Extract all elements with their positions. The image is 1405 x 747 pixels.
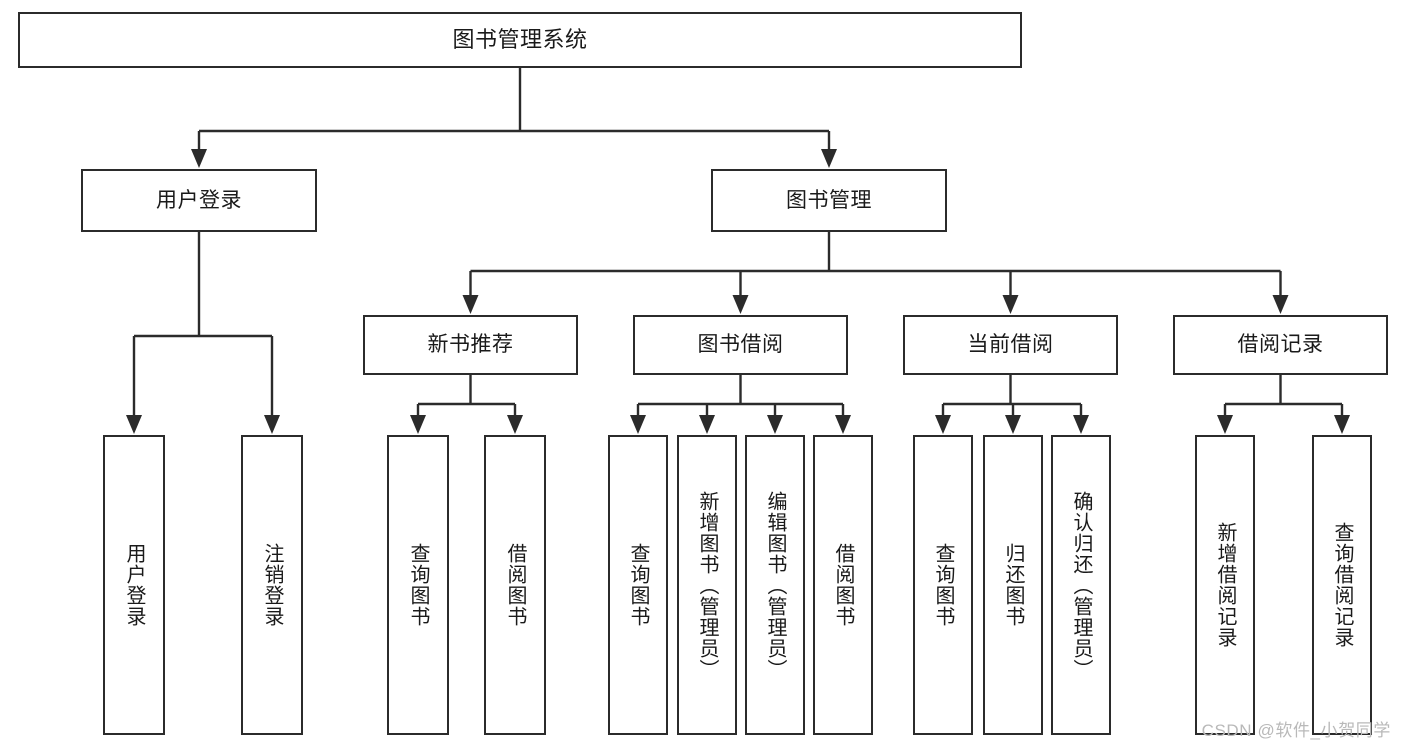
node-label: 当前借阅 <box>967 333 1054 357</box>
node-l3-b2[interactable]: 借阅图书 <box>484 435 546 735</box>
node-label: 确认归还（管理员） <box>1070 490 1092 680</box>
node-l3-c1[interactable]: 查询图书 <box>608 435 668 735</box>
connector-arrowhead <box>767 415 783 434</box>
node-l2-borrow[interactable]: 图书借阅 <box>633 315 848 375</box>
connector-arrowhead <box>732 295 749 314</box>
connector-path <box>941 375 1083 423</box>
connector-arrowhead <box>630 415 646 434</box>
node-l2-record[interactable]: 借阅记录 <box>1173 315 1388 375</box>
node-label: 图书管理系统 <box>452 26 588 52</box>
connector-arrowhead <box>1005 415 1021 434</box>
node-label: 借阅记录 <box>1237 333 1324 357</box>
node-label: 新增借阅记录 <box>1214 522 1236 648</box>
connector-arrowhead <box>126 415 142 434</box>
node-label: 编辑图书（管理员） <box>764 490 786 680</box>
node-l3-c2[interactable]: 新增图书（管理员） <box>677 435 737 735</box>
node-l3-e1[interactable]: 新增借阅记录 <box>1195 435 1255 735</box>
node-l3-c3[interactable]: 编辑图书（管理员） <box>745 435 805 735</box>
node-label: 归还图书 <box>1002 543 1024 627</box>
node-label: 查询图书 <box>932 543 954 627</box>
watermark: CSDN @软件_小贺同学 <box>1201 721 1391 740</box>
node-l2-new[interactable]: 新书推荐 <box>363 315 578 375</box>
connector-arrowhead <box>264 415 280 434</box>
node-l3-d3[interactable]: 确认归还（管理员） <box>1051 435 1111 735</box>
node-l3-d1[interactable]: 查询图书 <box>913 435 973 735</box>
connector-arrowhead <box>1073 415 1089 434</box>
connector-path <box>469 232 1282 303</box>
node-label: 借阅图书 <box>504 543 526 627</box>
connector-arrowhead <box>410 415 426 434</box>
node-label: 新书推荐 <box>427 333 514 357</box>
node-label: 借阅图书 <box>832 543 854 627</box>
node-label: 查询借阅记录 <box>1331 522 1353 648</box>
node-l2-current[interactable]: 当前借阅 <box>903 315 1118 375</box>
node-l3-e2[interactable]: 查询借阅记录 <box>1312 435 1372 735</box>
connector-arrowhead <box>935 415 951 434</box>
connector-path <box>132 232 274 423</box>
connector-arrowhead <box>462 295 479 314</box>
node-l3-d2[interactable]: 归还图书 <box>983 435 1043 735</box>
node-l3-c4[interactable]: 借阅图书 <box>813 435 873 735</box>
connector-path <box>636 375 845 423</box>
node-label: 查询图书 <box>407 543 429 627</box>
node-label: 图书管理 <box>786 188 872 212</box>
node-label: 用户登录 <box>123 543 145 627</box>
connector-arrowhead <box>1002 295 1019 314</box>
connector-arrowhead <box>1217 415 1233 434</box>
connector-arrowhead <box>1272 295 1289 314</box>
node-label: 图书借阅 <box>697 333 784 357</box>
node-l1-login[interactable]: 用户登录 <box>81 169 317 232</box>
node-label: 用户登录 <box>156 188 242 212</box>
node-label: 新增图书（管理员） <box>696 490 718 680</box>
connector-path <box>197 68 831 157</box>
connector-path <box>416 375 517 423</box>
node-l3-b1[interactable]: 查询图书 <box>387 435 449 735</box>
node-label: 注销登录 <box>261 543 283 627</box>
connector-arrowhead <box>1334 415 1350 434</box>
connector-path <box>1223 375 1344 423</box>
node-l1-manage[interactable]: 图书管理 <box>711 169 947 232</box>
connector-arrowhead <box>191 149 207 168</box>
node-l3-a1[interactable]: 用户登录 <box>103 435 165 735</box>
node-label: 查询图书 <box>627 543 649 627</box>
connector-arrowhead <box>835 415 851 434</box>
node-l3-a2[interactable]: 注销登录 <box>241 435 303 735</box>
node-root[interactable]: 图书管理系统 <box>18 12 1022 68</box>
connector-arrowhead <box>699 415 715 434</box>
connector-arrowhead <box>821 149 837 168</box>
connector-arrowhead <box>507 415 523 434</box>
